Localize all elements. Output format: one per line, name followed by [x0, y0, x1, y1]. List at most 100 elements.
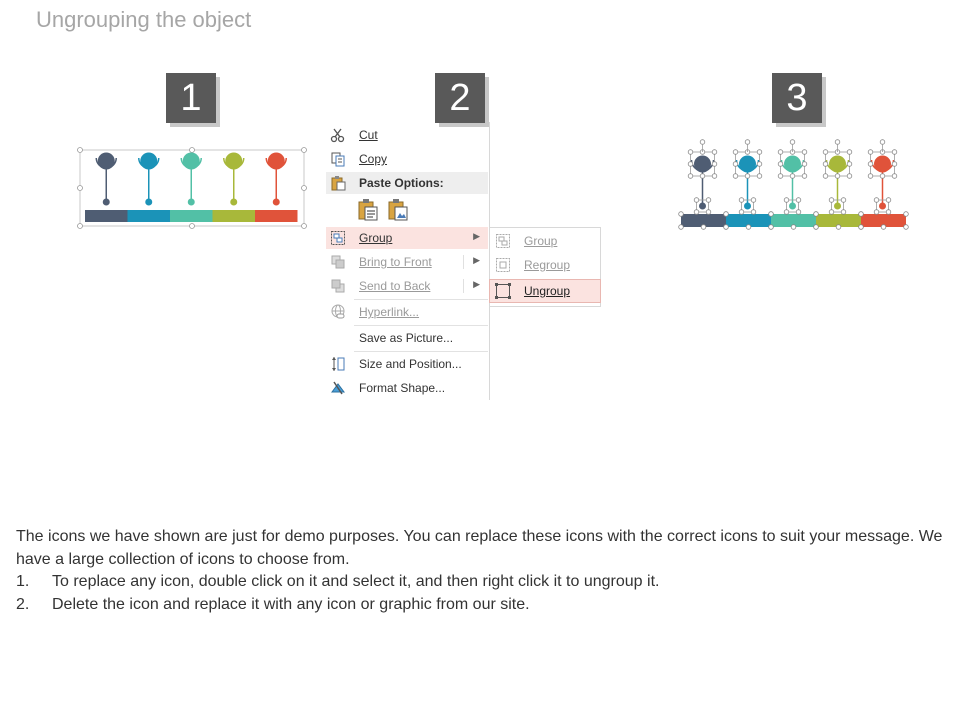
selection-handle[interactable] [738, 197, 745, 203]
paste-keep-text-button[interactable] [357, 198, 379, 222]
menu-item-group[interactable]: Group ▶ [326, 227, 488, 249]
selection-handle[interactable] [801, 161, 808, 167]
selection-handle[interactable] [687, 161, 694, 167]
menu-item-format-shape[interactable]: Format Shape... [326, 377, 488, 399]
selection-handle[interactable] [846, 149, 853, 155]
selection-handle[interactable] [822, 161, 829, 167]
selection-handle[interactable] [732, 149, 739, 155]
selection-handle[interactable] [768, 211, 774, 217]
selection-handle[interactable] [822, 173, 829, 179]
selection-handle[interactable] [783, 197, 790, 203]
grouped-timeline-graphic[interactable] [76, 146, 308, 230]
selection-handle[interactable] [790, 224, 797, 230]
selection-handle[interactable] [828, 209, 835, 215]
selection-handle[interactable] [840, 197, 847, 203]
selection-handle[interactable] [777, 149, 784, 155]
selection-handle[interactable] [768, 224, 774, 230]
selection-handle[interactable] [745, 224, 752, 230]
menu-item-cut[interactable]: Cut [326, 124, 488, 146]
ungrouped-timeline-graphic[interactable] [676, 138, 912, 234]
selection-handle[interactable] [301, 185, 307, 191]
submenu-item-group[interactable]: Group [490, 230, 600, 252]
selection-handle[interactable] [834, 139, 841, 145]
selection-handle[interactable] [678, 211, 684, 217]
selection-handle[interactable] [795, 209, 802, 215]
selection-handle[interactable] [867, 173, 874, 179]
selection-handle[interactable] [903, 211, 909, 217]
selection-handle[interactable] [77, 147, 83, 153]
selection-handle[interactable] [700, 224, 707, 230]
selection-handle[interactable] [777, 161, 784, 167]
selection-handle[interactable] [77, 223, 83, 229]
selection-handle[interactable] [891, 161, 898, 167]
selection-handle[interactable] [693, 197, 700, 203]
selection-handle[interactable] [879, 139, 886, 145]
submenu-item-ungroup[interactable]: Ungroup [489, 279, 601, 303]
menu-item-hyperlink[interactable]: Hyperlink... [326, 301, 488, 323]
selection-handle[interactable] [189, 147, 195, 153]
selection-handle[interactable] [835, 224, 842, 230]
selection-handle[interactable] [699, 139, 706, 145]
selection-handle[interactable] [678, 224, 684, 230]
selection-handle[interactable] [858, 211, 864, 217]
selection-handle[interactable] [828, 197, 835, 203]
selection-handle[interactable] [777, 173, 784, 179]
selection-handle[interactable] [891, 173, 898, 179]
menu-item-send-to-back[interactable]: Send to Back ▶ [326, 275, 488, 297]
selection-handle[interactable] [301, 147, 307, 153]
selection-handle[interactable] [813, 211, 819, 217]
selection-handle[interactable] [732, 173, 739, 179]
selection-handle[interactable] [756, 173, 763, 179]
selection-handle[interactable] [756, 161, 763, 167]
selection-handle[interactable] [744, 139, 751, 145]
selection-handle[interactable] [846, 161, 853, 167]
selection-handle[interactable] [789, 139, 796, 145]
selection-handle[interactable] [301, 223, 307, 229]
selection-handle[interactable] [711, 149, 718, 155]
selection-handle[interactable] [705, 197, 712, 203]
paste-picture-button[interactable] [387, 198, 409, 222]
selection-handle[interactable] [705, 209, 712, 215]
selection-handle[interactable] [873, 197, 880, 203]
menu-item-save-as-picture[interactable]: Save as Picture... [326, 327, 488, 349]
selection-handle[interactable] [867, 161, 874, 167]
selection-handle[interactable] [846, 173, 853, 179]
selection-handle[interactable] [687, 173, 694, 179]
selection-handle[interactable] [880, 224, 887, 230]
selection-handle[interactable] [822, 149, 829, 155]
selection-handle[interactable] [867, 149, 874, 155]
selection-handle[interactable] [885, 197, 892, 203]
selection-handle[interactable] [750, 209, 757, 215]
selection-handle[interactable] [750, 197, 757, 203]
selection-handle[interactable] [699, 173, 706, 179]
selection-handle[interactable] [711, 173, 718, 179]
selection-handle[interactable] [840, 209, 847, 215]
selection-handle[interactable] [789, 173, 796, 179]
selection-handle[interactable] [732, 161, 739, 167]
selection-handle[interactable] [891, 149, 898, 155]
selection-handle[interactable] [738, 209, 745, 215]
menu-item-size-and-position[interactable]: Size and Position... [326, 353, 488, 375]
selection-handle[interactable] [687, 149, 694, 155]
selection-handle[interactable] [879, 173, 886, 179]
selection-handle[interactable] [189, 223, 195, 229]
selection-handle[interactable] [756, 149, 763, 155]
selection-handle[interactable] [813, 224, 819, 230]
selection-handle[interactable] [873, 209, 880, 215]
selection-handle[interactable] [801, 149, 808, 155]
selection-handle[interactable] [858, 224, 864, 230]
selection-handle[interactable] [744, 173, 751, 179]
selection-handle[interactable] [693, 209, 700, 215]
selection-handle[interactable] [77, 185, 83, 191]
selection-handle[interactable] [783, 209, 790, 215]
menu-item-copy[interactable]: Copy [326, 148, 488, 170]
selection-handle[interactable] [723, 224, 729, 230]
submenu-item-regroup[interactable]: Regroup [490, 254, 600, 276]
selection-handle[interactable] [885, 209, 892, 215]
selection-handle[interactable] [711, 161, 718, 167]
selection-handle[interactable] [903, 224, 909, 230]
selection-handle[interactable] [723, 211, 729, 217]
selection-handle[interactable] [834, 173, 841, 179]
menu-item-bring-to-front[interactable]: Bring to Front ▶ [326, 251, 488, 273]
selection-handle[interactable] [801, 173, 808, 179]
